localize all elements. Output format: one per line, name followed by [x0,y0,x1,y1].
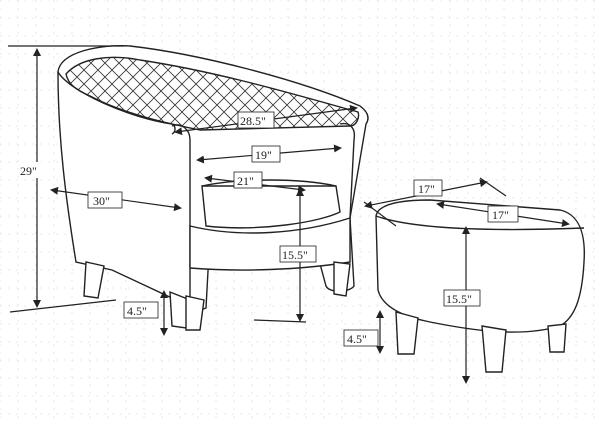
label-seat-depth: 21" [233,171,263,189]
svg-text:15.5": 15.5" [282,248,308,262]
label-ottoman-leg-height: 4.5" [343,329,379,347]
ottoman-drawing [375,199,585,373]
ottoman-body [375,199,585,333]
label-ottoman-height: 15.5" [443,289,481,307]
svg-text:19": 19" [255,148,272,162]
chair-leg-back-left [83,261,105,299]
chair-leg-back-right [333,261,351,297]
label-chair-inner-width: 19" [251,145,281,163]
label-chair-depth: 30" [87,191,123,209]
label-chair-leg-height: 4.5" [123,301,159,319]
label-ottoman-width: 17" [413,179,443,197]
ottoman-leg-front-left [395,311,419,355]
dimension-labels: 29" 28.5" 19" 21" 30" 15.5" 4.5" 17" [20,111,519,347]
svg-text:29": 29" [20,164,37,178]
chair-seat-cushion [201,185,341,229]
svg-text:17": 17" [418,182,435,196]
armchair-drawing [57,45,369,331]
label-chair-height: 29" [20,162,46,178]
svg-text:4.5": 4.5" [347,332,367,346]
svg-text:15.5": 15.5" [446,292,472,306]
ottoman-leg-front-right [481,325,507,373]
svg-text:17": 17" [492,208,509,222]
svg-text:21": 21" [237,174,254,188]
ottoman-top-edge [375,215,585,231]
svg-text:30": 30" [93,194,110,208]
label-seat-height: 15.5" [279,245,317,263]
label-ottoman-depth: 17" [487,205,519,223]
chair-leg-front-right [185,295,205,331]
svg-text:28.5": 28.5" [240,114,266,128]
label-chair-back-width: 28.5" [237,111,275,129]
svg-text:4.5": 4.5" [127,304,147,318]
ottoman-leg-back-right [547,323,567,353]
